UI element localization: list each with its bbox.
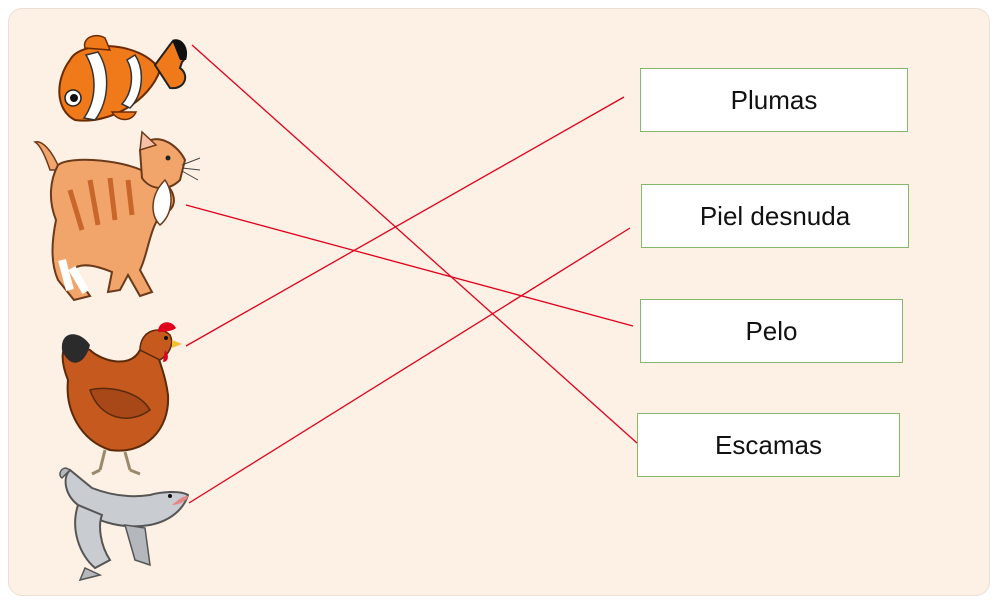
label-box-piel-desnuda[interactable]: Piel desnuda xyxy=(641,184,909,248)
label-pelo: Pelo xyxy=(745,315,798,346)
line-hen-plumas xyxy=(185,96,625,347)
label-plumas: Plumas xyxy=(730,84,818,115)
clownfish-icon xyxy=(58,34,188,122)
line-cat-pelo xyxy=(185,204,634,327)
label-piel-desnuda: Piel desnuda xyxy=(699,200,851,231)
label-escamas: Escamas xyxy=(715,429,822,460)
cat-icon xyxy=(33,130,201,302)
line-seal-piel-desnuda xyxy=(188,227,631,504)
label-box-escamas[interactable]: Escamas xyxy=(637,413,900,477)
label-box-pelo[interactable]: Pelo xyxy=(640,299,903,363)
label-box-plumas[interactable]: Plumas xyxy=(640,68,908,132)
hen-icon xyxy=(61,322,182,476)
line-fish-escamas xyxy=(191,44,638,444)
seal-icon xyxy=(59,467,190,582)
